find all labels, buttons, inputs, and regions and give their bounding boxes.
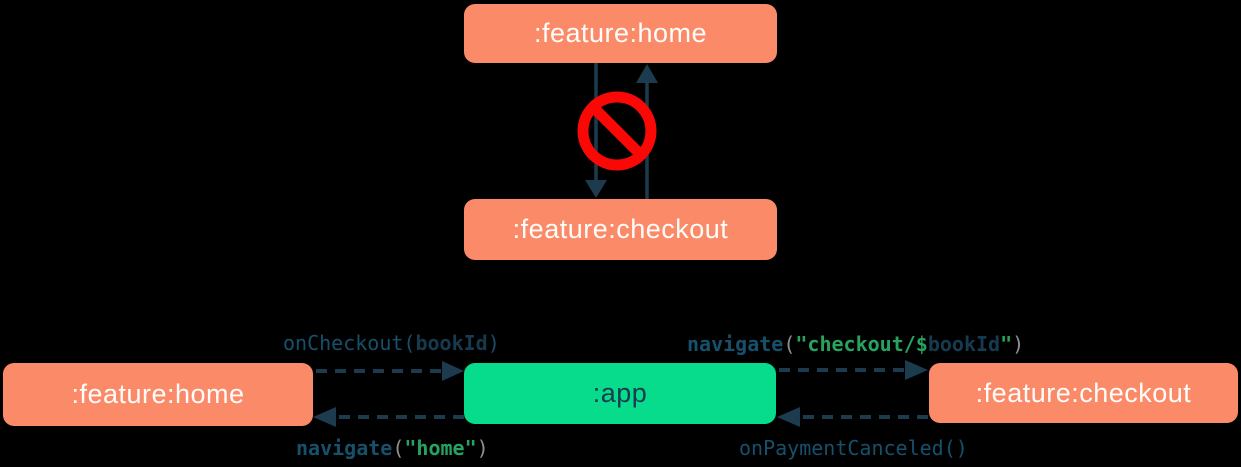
label-onpaymentcanceled: onPaymentCanceled() <box>739 436 968 460</box>
label-oncheckout: onCheckout(bookId) <box>283 331 500 355</box>
module-box-feature-checkout-bottom: :feature:checkout <box>929 363 1238 423</box>
arrow-oncheckout <box>316 361 464 381</box>
code-paren: ) <box>476 436 489 460</box>
code-paren: ( <box>783 332 796 356</box>
code-string: "checkout/$ <box>795 332 928 356</box>
module-box-feature-home-top: :feature:home <box>464 4 777 63</box>
code-string: " <box>1000 332 1013 356</box>
module-box-feature-checkout-top: :feature:checkout <box>464 199 777 260</box>
arrow-navigate-home <box>313 407 464 427</box>
arrow-navigate-checkout <box>779 360 928 380</box>
code-function: onCheckout <box>283 331 404 355</box>
module-label: :feature:checkout <box>512 214 729 244</box>
module-box-app: :app <box>464 363 776 424</box>
code-paren: () <box>943 436 968 460</box>
code-variable: bookId <box>415 331 488 355</box>
code-string: "home" <box>404 436 477 460</box>
code-paren: ( <box>403 331 416 355</box>
code-function: navigate <box>687 332 784 356</box>
label-navigate-home: navigate("home") <box>296 436 489 460</box>
code-paren: ) <box>1012 332 1025 356</box>
module-label: :feature:home <box>533 18 708 48</box>
label-navigate-checkout: navigate("checkout/$bookId") <box>687 332 1024 356</box>
code-paren: ( <box>392 436 405 460</box>
module-label: :feature:checkout <box>975 377 1192 408</box>
module-label: :feature:home <box>71 379 245 409</box>
no-entry-icon <box>577 91 657 171</box>
code-paren: ) <box>487 331 500 355</box>
code-variable: bookId <box>927 332 1001 356</box>
arrow-onpaymentcanceled <box>777 407 928 427</box>
code-function: navigate <box>296 436 393 460</box>
module-box-feature-home-bottom: :feature:home <box>3 363 313 426</box>
module-label: :app <box>592 378 648 408</box>
code-function: onPaymentCanceled <box>739 436 944 460</box>
